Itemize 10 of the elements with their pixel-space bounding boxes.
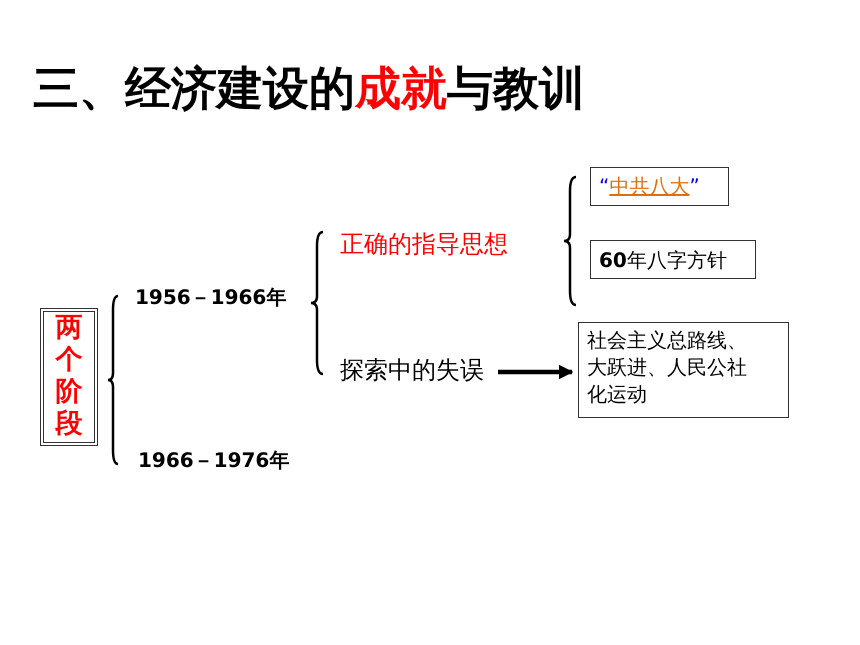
- period-label: 1966－1976年: [138, 447, 290, 474]
- arrow: [498, 364, 574, 380]
- topic-label: 探索中的失误: [340, 354, 484, 386]
- item-box: “中共八大”: [590, 167, 729, 206]
- title: 三、经济建设的成就与教训: [33, 60, 585, 117]
- topic-label: 正确的指导思想: [340, 228, 508, 260]
- stage-box: 两个阶段: [40, 308, 98, 446]
- period-label: 1956－1966年: [135, 284, 286, 311]
- item-box: 60年八字方针: [590, 240, 756, 279]
- item-box: 社会主义总路线、大跃进、人民公社化运动: [578, 322, 789, 418]
